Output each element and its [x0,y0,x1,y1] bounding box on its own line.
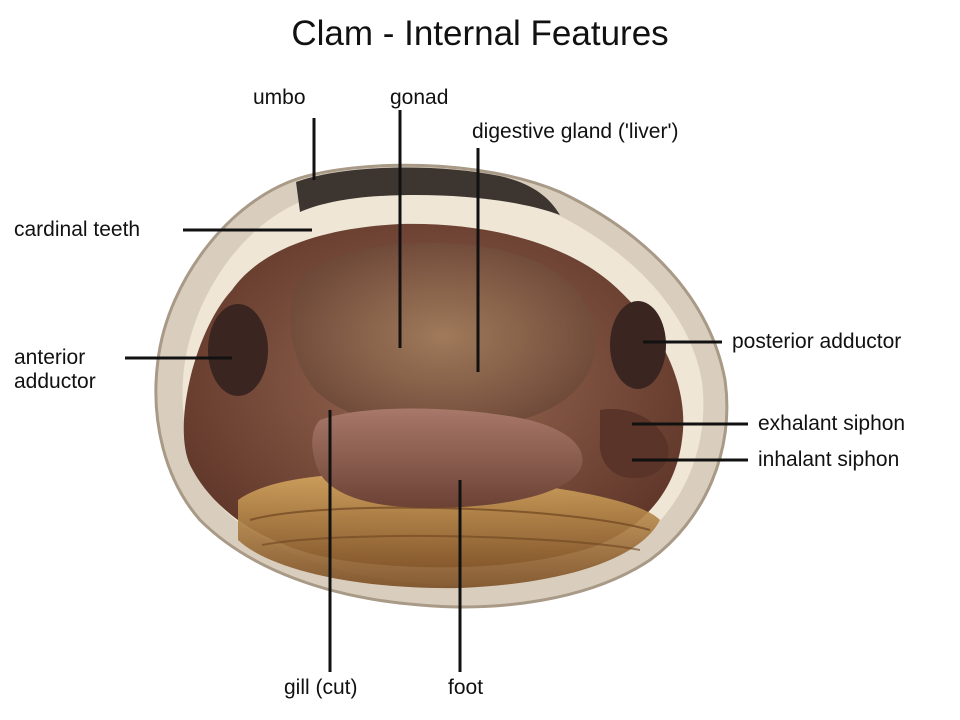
gonad-mass [290,242,596,431]
page-title: Clam - Internal Features [291,14,669,53]
label-gill: gill (cut) [284,676,358,699]
label-anterior-adductor-line2: adductor [14,370,96,393]
label-anterior-adductor: anterior adductor [14,346,96,394]
label-posterior-adductor: posterior adductor [732,330,902,353]
label-foot: foot [448,676,484,699]
leader-lines [125,110,748,672]
label-exhalant-siphon: exhalant siphon [758,412,906,435]
label-gonad: gonad [390,86,449,109]
foot-tissue [312,408,583,508]
label-anterior-adductor-line1: anterior [14,346,86,369]
hinge-area [296,167,560,215]
label-digestive-gland: digestive gland ('liver') [472,120,679,143]
anterior-adductor-muscle [208,304,268,396]
label-umbo: umbo [253,86,306,109]
label-inhalant-siphon: inhalant siphon [758,448,900,471]
gill-lamellae [238,473,660,589]
posterior-adductor-muscle [610,301,666,389]
label-cardinal-teeth: cardinal teeth [14,218,141,241]
